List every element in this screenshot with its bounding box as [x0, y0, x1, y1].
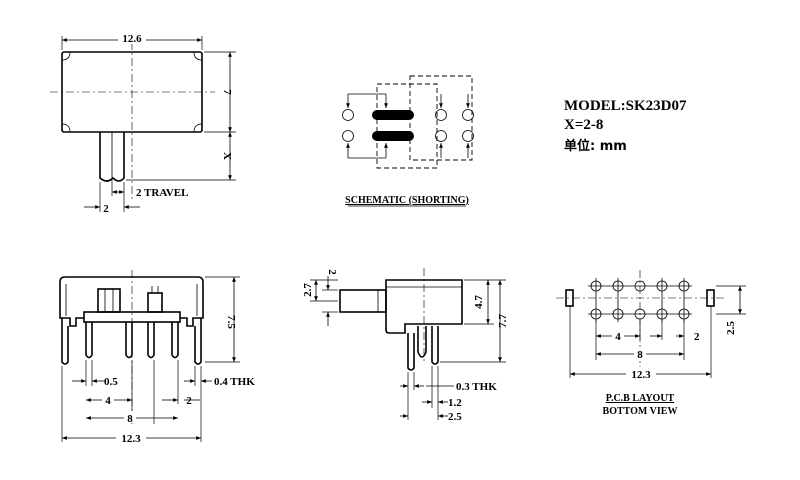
front-span8-label: 8 — [127, 413, 133, 425]
pcb-pitch4-label: 4 — [615, 331, 621, 343]
travel-label: 2 TRAVEL — [136, 187, 188, 199]
front-pitch4-label: 4 — [105, 395, 111, 407]
side-thk-label: 0.3 THK — [456, 381, 497, 393]
mounting-slot-left — [565, 289, 574, 307]
lever-width-label: 2 — [103, 203, 109, 215]
front-view: 7.5 0.5 0.4 THK 4 2 8 — [59, 270, 255, 445]
left-wall — [59, 290, 84, 327]
side-view: 2.7 2 4.7 7.7 0.3 THK 1.2 2.5 — [302, 268, 509, 423]
x-label: X — [221, 152, 233, 160]
side-pins — [407, 326, 439, 371]
thickness-label: 0.4 THK — [214, 376, 255, 388]
pcb-caption-1: P.C.B LAYOUT — [606, 393, 675, 404]
x-range-label: X=2-8 — [564, 117, 603, 133]
side-lever — [339, 289, 387, 313]
pcb-total-label: 12.3 — [631, 369, 651, 381]
top-view: 12.6 7 X 2 2 TRAVEL — [50, 32, 236, 215]
pcb-span8-label: 8 — [637, 349, 643, 361]
actuator-lever — [99, 132, 125, 182]
front-height-label: 7.5 — [225, 315, 237, 329]
model-block: MODEL:SK23D07 X=2-8 单位: mm — [564, 98, 687, 154]
shorting-bar-upper — [372, 110, 414, 120]
side-w25-label: 2.5 — [448, 411, 462, 423]
pcb-caption-2: BOTTOM VIEW — [603, 406, 678, 417]
side-body — [385, 287, 463, 334]
pcb-layout: 4 2 8 12.3 2.5 P.C.B LAYOUT BOTTOM VIEW — [556, 270, 746, 417]
model-label: MODEL:SK23D07 — [564, 98, 687, 114]
side-w12-label: 1.2 — [448, 397, 462, 409]
pcb-pitch2-label: 2 — [694, 331, 700, 343]
side-h77-label: 7.7 — [497, 314, 509, 328]
width-label: 12.6 — [122, 33, 142, 45]
body-corner-arcs — [61, 51, 203, 133]
front-pitch2-label: 2 — [186, 395, 192, 407]
schematic-leads — [346, 93, 470, 159]
pin-width-label: 0.5 — [104, 376, 118, 388]
contact-circles — [342, 109, 474, 142]
schematic: SCHEMATIC (SHORTING) — [342, 75, 474, 207]
right-wall — [180, 290, 204, 327]
schematic-caption: SCHEMATIC (SHORTING) — [345, 195, 469, 206]
hole-crosshairs — [588, 278, 692, 322]
pcb-row-label: 2.5 — [725, 321, 737, 335]
detent-block — [147, 292, 163, 313]
side-h47-label: 4.7 — [473, 295, 485, 309]
unit-label: 单位: mm — [564, 138, 627, 154]
terminal-pins — [61, 318, 202, 365]
height-label: 7 — [221, 89, 233, 95]
cover-top — [59, 276, 204, 290]
side-h27-label: 2.7 — [302, 283, 314, 297]
side-h2-label: 2 — [326, 269, 338, 275]
mounting-slot-right — [706, 289, 715, 307]
front-total-label: 12.3 — [121, 433, 141, 445]
shorting-bar-lower — [372, 131, 414, 141]
actuator-block — [97, 288, 121, 313]
